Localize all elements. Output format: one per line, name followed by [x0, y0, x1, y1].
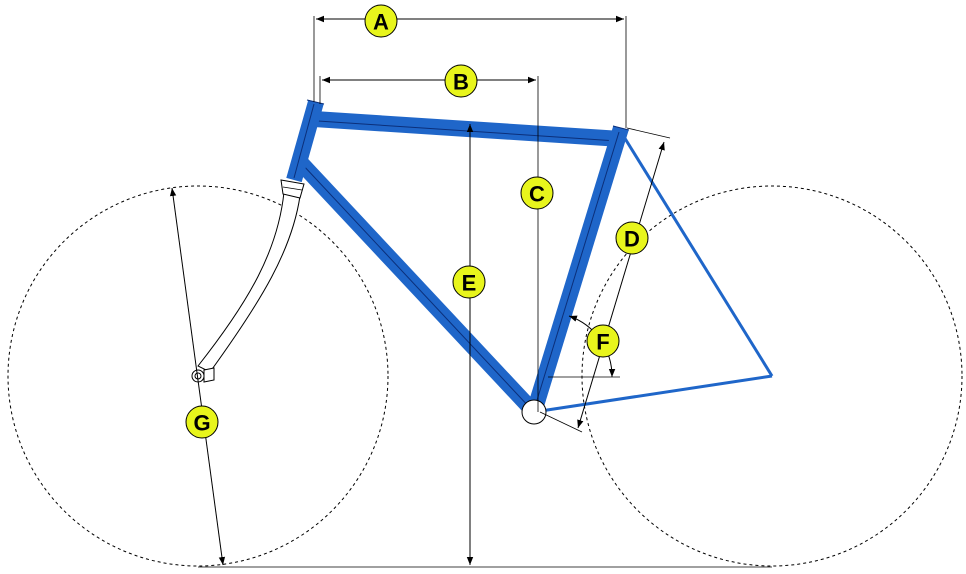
label-c-text: C: [529, 182, 545, 207]
front-fork: [197, 191, 301, 373]
dim-d-ext-top: [626, 127, 671, 139]
seat-stay: [619, 131, 774, 377]
head-tube: [286, 99, 324, 183]
label-f-text: F: [596, 330, 609, 355]
label-g-text: G: [193, 411, 210, 436]
head-tube-top-cap: [306, 99, 325, 105]
label-b-text: B: [453, 70, 469, 95]
label-badge-e: E: [452, 265, 486, 299]
label-badge-c: C: [520, 176, 554, 210]
dim-d-line: [577, 141, 665, 429]
fork-dropout: [203, 367, 215, 383]
dim-g-line: [169, 187, 226, 566]
top-tube: [313, 111, 622, 147]
bottom-bracket: [521, 399, 547, 425]
fork-crown-detail: [282, 186, 303, 191]
label-d-text: D: [624, 227, 640, 252]
seat-tube-centerline: [533, 131, 620, 411]
chain-stay: [533, 374, 773, 414]
head-tube-centerline: [293, 103, 315, 179]
seat-tube: [526, 125, 629, 415]
label-e-text: E: [462, 271, 477, 296]
label-badge-a: A: [364, 4, 398, 38]
label-badge-f: F: [586, 324, 620, 358]
dim-d-ext-bottom: [539, 411, 583, 433]
seat-tube-top-cap: [612, 125, 630, 131]
label-badge-g: G: [185, 405, 219, 439]
down-tube-centerline: [301, 163, 533, 411]
fork-crown: [280, 179, 305, 199]
label-badge-d: D: [615, 221, 649, 255]
front-wheel: [7, 185, 389, 567]
label-a-text: A: [373, 10, 389, 35]
label-badge-b: B: [444, 64, 478, 98]
